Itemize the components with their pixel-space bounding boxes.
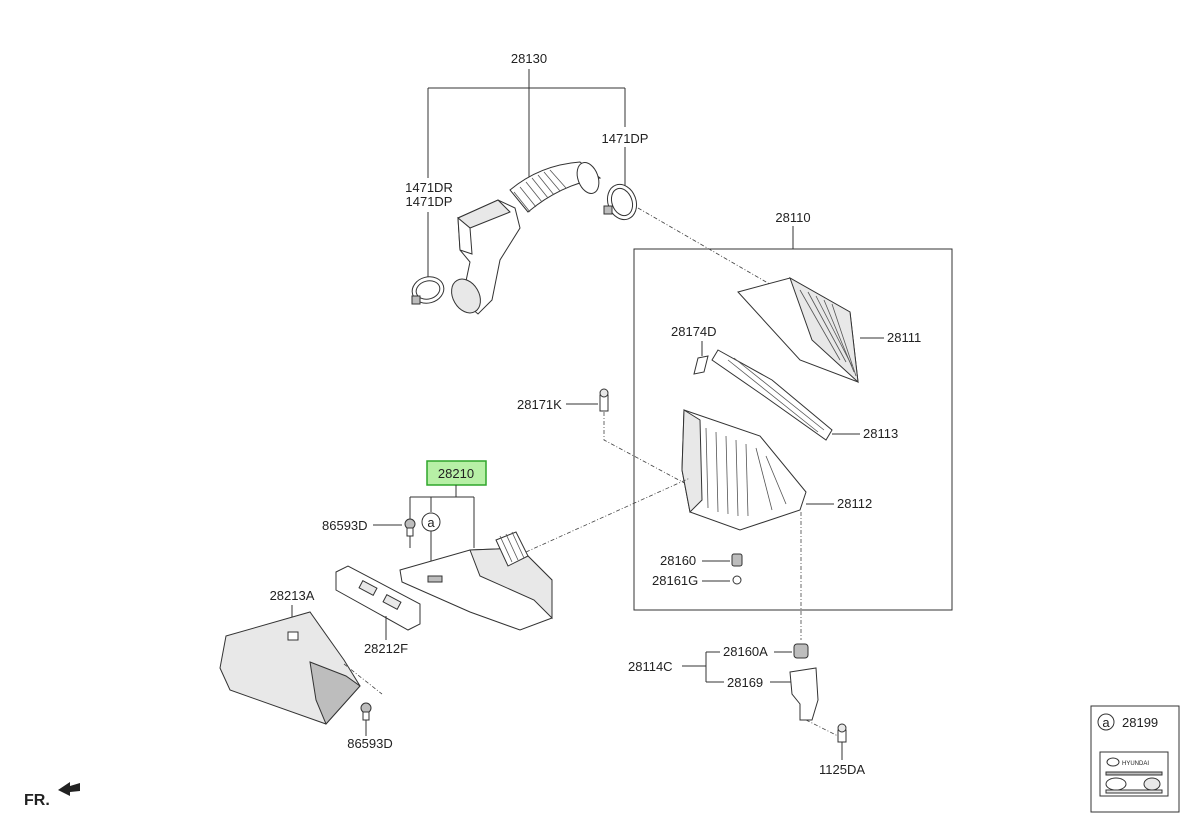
bolt-lower-drawing [360, 702, 372, 721]
legend-callout-a-text: a [1102, 715, 1110, 730]
highlight-box-28210[interactable] [426, 460, 487, 486]
label-1125DA[interactable]: 1125DA [819, 762, 865, 777]
callout-a-text: a [427, 515, 435, 530]
label-28210[interactable]: 28210 [438, 466, 474, 481]
duct-drawing [399, 531, 553, 631]
element-drawing [711, 349, 833, 441]
front-arrow-icon [58, 782, 80, 796]
clamp-left-drawing [411, 276, 445, 305]
legend-callout-a [1097, 713, 1115, 731]
duct-bracket-drawing [335, 565, 421, 631]
label-28113[interactable]: 28113 [863, 426, 898, 441]
label-28160[interactable]: 28160 [660, 553, 696, 568]
grommet-drawing [731, 553, 743, 567]
body-drawing [681, 409, 807, 531]
label-28174D[interactable]: 28174D [671, 324, 717, 339]
label-28199[interactable]: 28199 [1122, 715, 1158, 730]
label-28212F[interactable]: 28212F [364, 641, 408, 656]
grommet-bolt-drawing [732, 575, 742, 585]
label-28112[interactable]: 28112 [837, 496, 872, 511]
label-28110[interactable]: 28110 [775, 210, 810, 225]
legend-box [1090, 705, 1180, 813]
label-card-drawing: HYUNDAI [1099, 751, 1169, 797]
label-28130[interactable]: 28130 [511, 51, 547, 66]
bracket-bolt-drawing [837, 723, 847, 743]
label-28161G[interactable]: 28161G [652, 573, 698, 588]
bracket-drawing [789, 667, 819, 721]
cover-drawing [737, 276, 859, 384]
label-28160A[interactable]: 28160A [723, 644, 768, 659]
label-28171K[interactable]: 28171K [517, 397, 562, 412]
front-marker-label: FR. [24, 792, 50, 809]
bolt-upper-drawing [404, 518, 416, 537]
label-86593D-lower[interactable]: 86593D [347, 736, 393, 751]
label-28169[interactable]: 28169 [727, 675, 763, 690]
resonator-drawing [219, 611, 361, 725]
label-1471DP-right[interactable]: 1471DP [602, 131, 649, 146]
label-1471DP-left[interactable]: 1471DP [406, 194, 453, 209]
label-1471DR[interactable]: 1471DR [405, 180, 453, 195]
grommet-a-drawing [793, 643, 809, 659]
insulator-drawing [693, 355, 709, 375]
label-28114C[interactable]: 28114C [628, 659, 673, 674]
clamp-upper-right-drawing [603, 183, 638, 221]
label-28213A[interactable]: 28213A [270, 588, 315, 603]
intake-hose-drawing [451, 161, 602, 315]
label-28111[interactable]: 28111 [887, 330, 921, 345]
label-card-brand: HYUNDAI [1122, 761, 1149, 767]
sensor-bolt-drawing [599, 388, 609, 412]
label-86593D-upper[interactable]: 86593D [322, 518, 368, 533]
